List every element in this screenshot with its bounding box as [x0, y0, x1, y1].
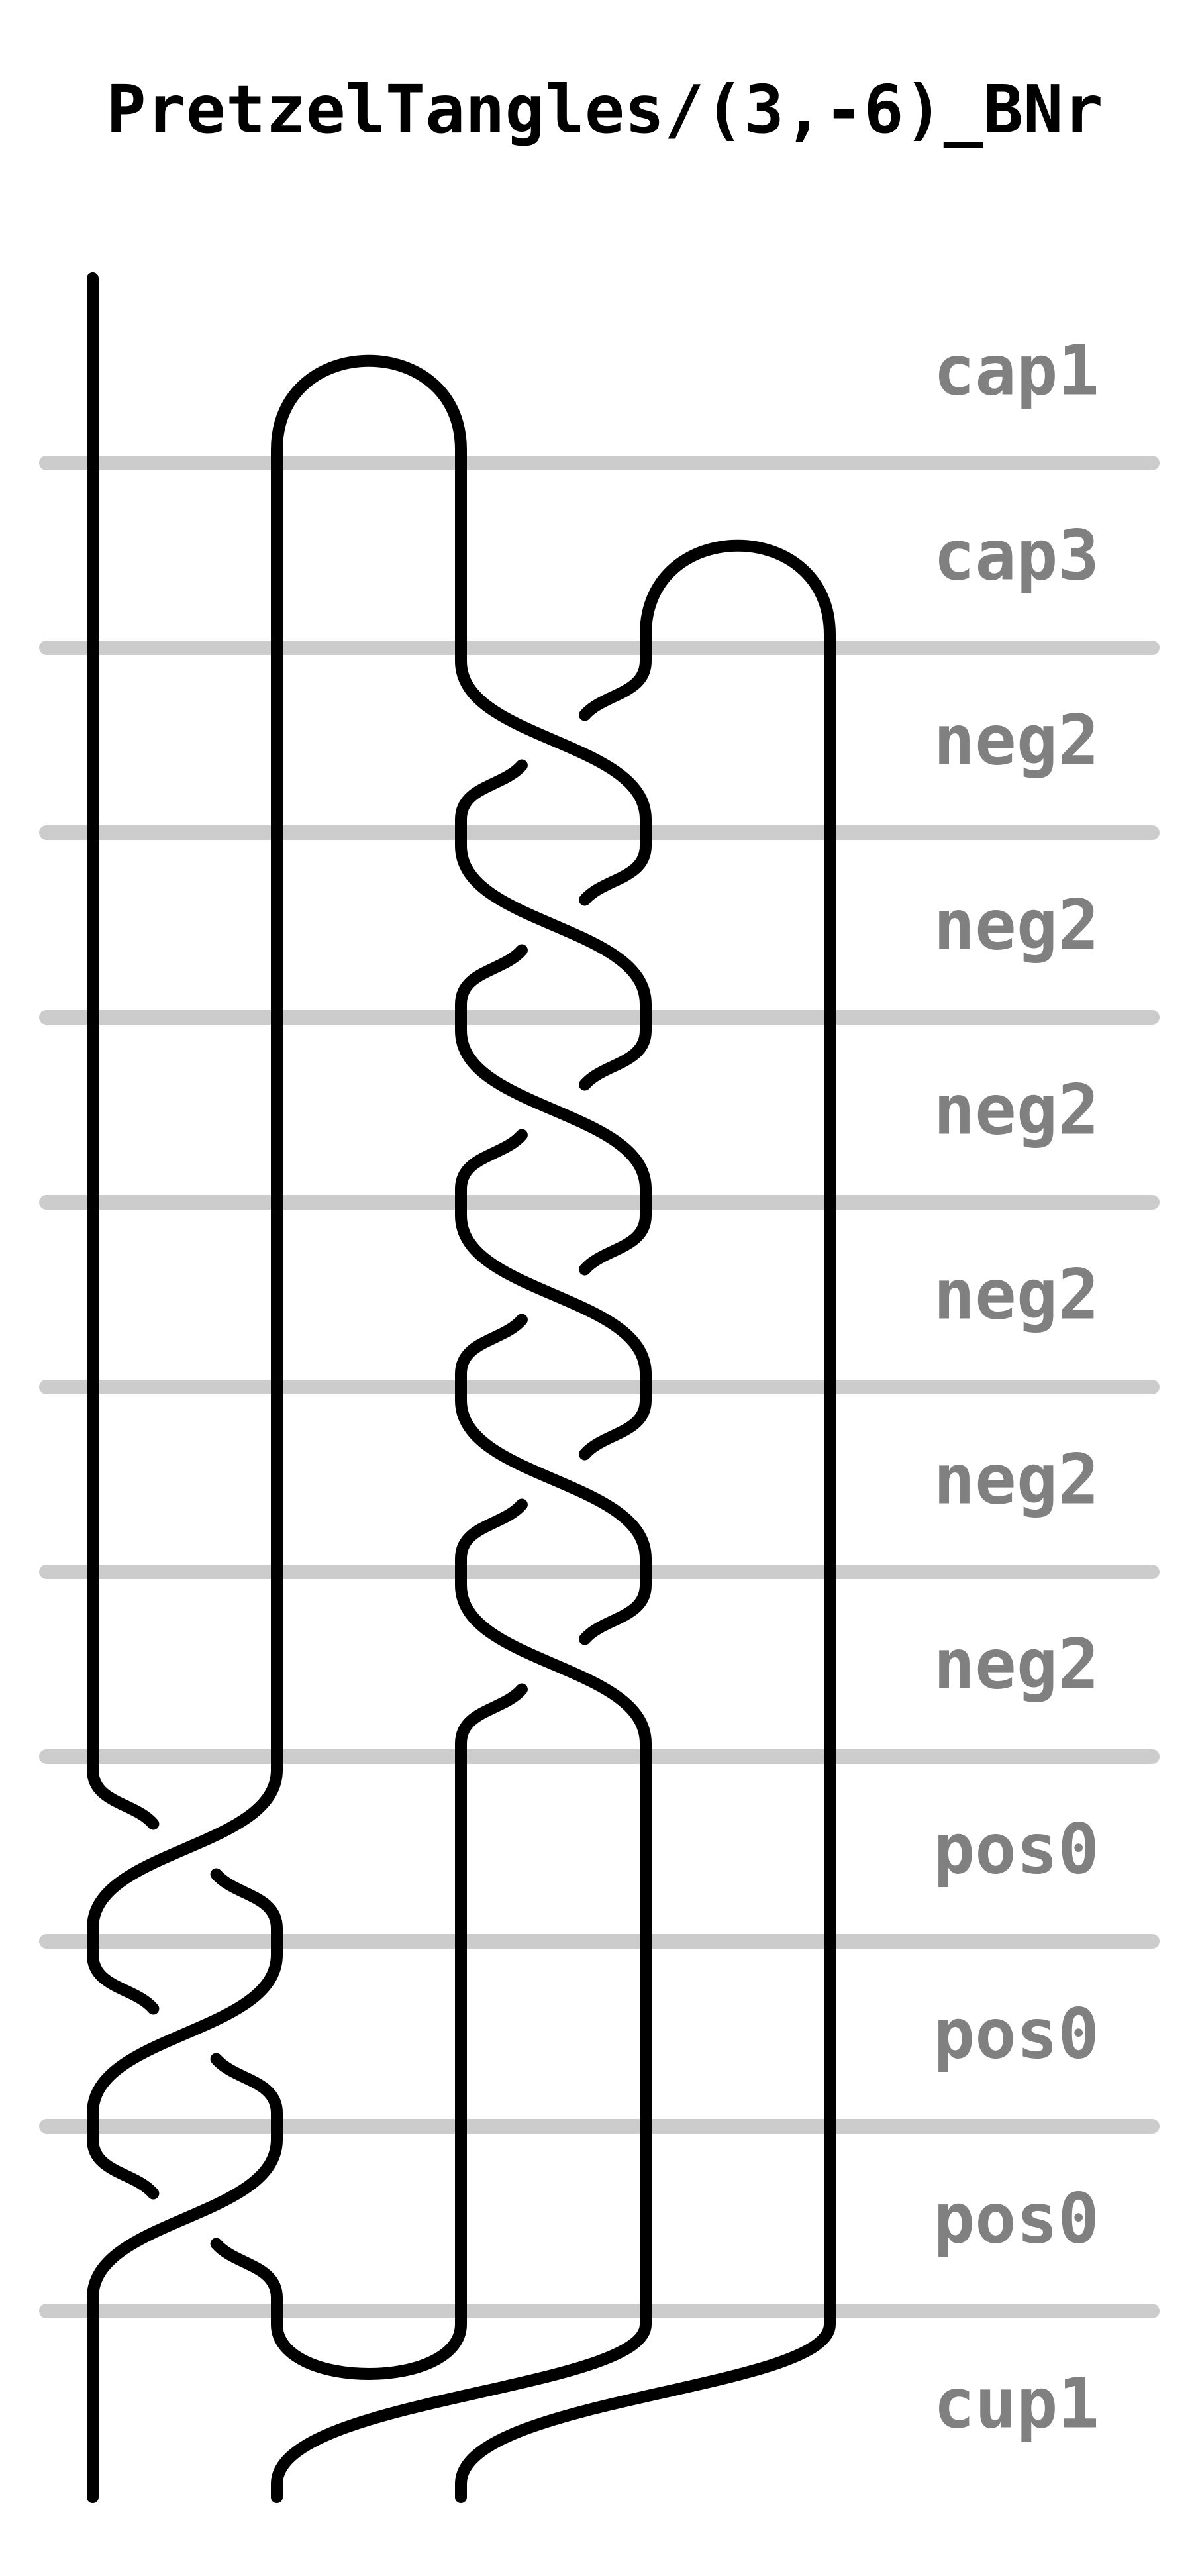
- cup-arc: [271, 2305, 467, 2380]
- cap-arc: [640, 539, 836, 654]
- crossing-under: [579, 827, 652, 906]
- row-labels: cap1 cap3 neg2 neg2 neg2 neg2 neg2 neg2 pos0 pos0…: [934, 331, 1099, 2444]
- crossing-under: [210, 2238, 283, 2317]
- crossing-over: [87, 1751, 283, 1947]
- row-label: pos0: [934, 1809, 1099, 1890]
- cap-arc: [271, 354, 467, 469]
- crossing-under: [455, 1498, 528, 1578]
- crossing-under: [455, 1683, 528, 1763]
- row-label: neg2: [934, 1070, 1099, 1151]
- crossing-under: [87, 1751, 160, 1830]
- crossing-over: [455, 642, 652, 839]
- crossing-under: [455, 1314, 528, 1393]
- crossing-under: [210, 2053, 283, 2132]
- row-label: neg2: [934, 1255, 1099, 1335]
- crossing-over: [455, 827, 652, 1023]
- crossing-under: [579, 642, 652, 721]
- crossing-under: [579, 1381, 652, 1461]
- diagram-title: PretzelTangles/(3,-6)_BNr: [106, 71, 1103, 148]
- row-separators: [39, 456, 1160, 2318]
- crossing-over: [455, 1011, 652, 1208]
- crossing-over: [455, 1566, 652, 1763]
- row-label: neg2: [934, 1624, 1099, 1705]
- strands: [87, 272, 836, 2503]
- row-label: pos0: [934, 2179, 1099, 2259]
- strand-segment: [271, 2305, 652, 2503]
- row-label: cap3: [934, 515, 1099, 596]
- crossing-under: [579, 1011, 652, 1091]
- crossing-under: [455, 1129, 528, 1208]
- row-label: cap1: [934, 331, 1099, 411]
- row-label: cup1: [934, 2363, 1099, 2444]
- strand-segment: [455, 2305, 836, 2503]
- crossing-under: [579, 1566, 652, 1645]
- crossing-under: [455, 759, 528, 839]
- crossing-under: [210, 1868, 283, 1947]
- crossing-over: [87, 1935, 283, 2132]
- crossing-over: [455, 1196, 652, 1393]
- crossing-over: [455, 1381, 652, 1578]
- row-label: neg2: [934, 700, 1099, 781]
- crossing-under: [87, 2120, 160, 2200]
- crossing-over: [87, 2120, 283, 2317]
- row-label: neg2: [934, 1439, 1099, 1520]
- row-label: neg2: [934, 885, 1099, 966]
- row-label: pos0: [934, 1994, 1099, 2075]
- crossing-under: [579, 1196, 652, 1276]
- crossing-under: [455, 944, 528, 1023]
- crossing-under: [87, 1935, 160, 2015]
